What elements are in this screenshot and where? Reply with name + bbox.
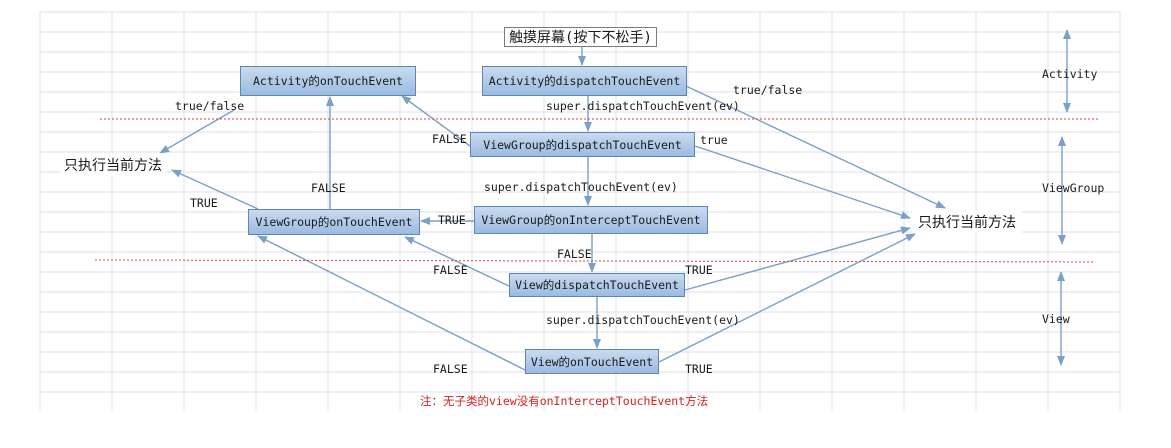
viewgroup-dispatch-node: ViewGroup的dispatchTouchEvent [470,132,695,157]
section-view-label: View [1042,312,1070,326]
only-current-method-right: 只执行当前方法 [912,210,1022,233]
activity-dispatch-node: Activity的dispatchTouchEvent [482,66,687,96]
label-super-viewgroup: super.dispatchTouchEvent(ev) [484,180,678,194]
view-dispatch-node: View的dispatchTouchEvent [509,273,685,297]
activity-ontouch-node: Activity的onTouchEvent [240,66,416,96]
arrow-vg-dispatch-to-activity-ontouch [401,95,471,147]
section-viewgroup-label: ViewGroup [1042,181,1105,195]
section-activity-label: Activity [1042,67,1098,81]
label-true-left: TRUE [190,196,218,210]
footnote: 注：无子类的view没有onInterceptTouchEvent方法 [420,394,709,408]
label-false-up: FALSE [311,181,346,195]
label-true-view-dispatch: TRUE [685,263,713,277]
label-true-false-left: true/false [175,99,245,113]
arrow-view-dispatch-to-vg-ontouch [404,236,510,287]
viewgroup-intercept-node: ViewGroup的onInterceptTouchEvent [474,206,708,234]
only-current-method-left: 只执行当前方法 [60,153,166,176]
arrow-activity-ontouch-to-only-left [159,109,235,154]
label-true-vg-dispatch: true [700,133,728,147]
arrow-vg-dispatch-to-only-right [694,145,911,219]
arrow-view-ontouch-to-only-right [658,233,916,363]
label-true-intercept: TRUE [438,213,466,227]
label-false-view-dispatch: FALSE [433,263,468,277]
label-false-vg-dispatch: FALSE [432,132,467,146]
label-true-bottom: TRUE [685,362,713,376]
viewgroup-ontouch-node: ViewGroup的onTouchEvent [248,209,420,235]
arrow-view-dispatch-to-only-right [684,226,911,291]
label-true-false-right: true/false [733,83,803,97]
label-false-bottom: FALSE [433,362,468,376]
label-super-activity: super.dispatchTouchEvent(ev) [546,99,740,113]
view-ontouch-node: View的onTouchEvent [525,349,659,374]
arrow-view-ontouch-to-vg-ontouch [257,235,526,371]
touch-screen-node: 触摸屏幕(按下不松手) [504,27,657,47]
divider-viewgroup-view [94,259,1096,263]
arrow-activity-to-only-right [685,85,946,209]
arrow-vg-ontouch-to-only-left [171,169,259,210]
label-super-view: super.dispatchTouchEvent(ev) [546,313,740,327]
label-false-intercept: FALSE [557,247,592,261]
